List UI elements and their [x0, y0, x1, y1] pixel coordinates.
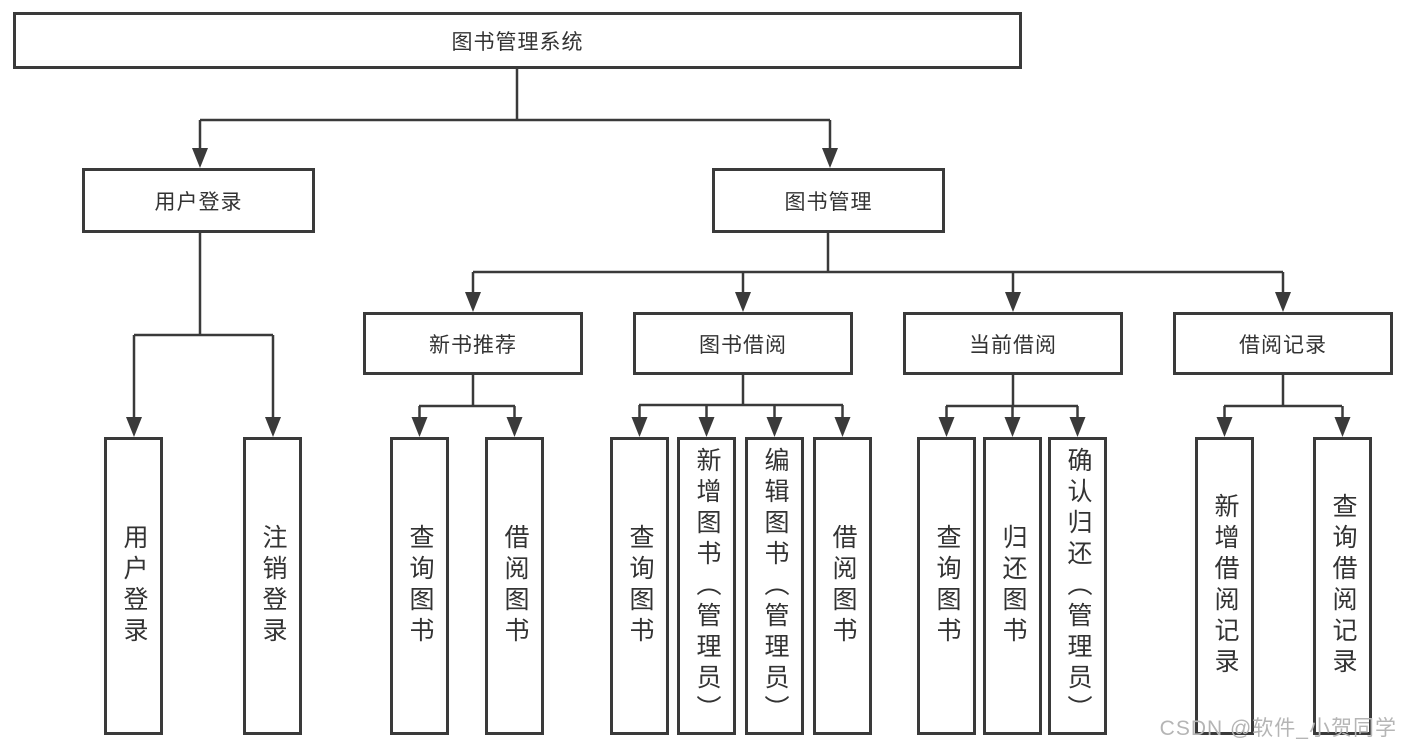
node-root-label: 图书管理系统	[451, 30, 584, 54]
leaf-br-query-record: 查询借阅记录	[1313, 437, 1372, 735]
node-current-borrowing-label: 当前借阅	[969, 333, 1057, 357]
node-current-borrowing: 当前借阅	[903, 312, 1123, 375]
node-user-login-label: 用户登录	[154, 190, 243, 214]
leaf-bb-add-books-admin-label: 新增图书（管理员）	[693, 446, 721, 726]
node-root-system: 图书管理系统	[13, 12, 1022, 69]
node-new-book-recommend: 新书推荐	[363, 312, 583, 375]
leaf-bb-edit-books-admin: 编辑图书（管理员）	[745, 437, 804, 735]
leaf-user-login-label: 用户登录	[120, 524, 148, 648]
leaf-cb-confirm-return-admin: 确认归还（管理员）	[1048, 437, 1107, 735]
node-book-management-label: 图书管理	[784, 190, 873, 214]
node-borrowing-records: 借阅记录	[1173, 312, 1393, 375]
leaf-cb-return-books-label: 归还图书	[999, 524, 1027, 648]
leaf-br-query-record-label: 查询借阅记录	[1329, 493, 1357, 679]
leaf-logout: 注销登录	[243, 437, 302, 735]
leaf-bb-borrow-books-label: 借阅图书	[829, 524, 857, 648]
node-user-login: 用户登录	[82, 168, 315, 233]
leaf-rec-borrow-books: 借阅图书	[485, 437, 544, 735]
node-book-borrowing-label: 图书借阅	[699, 333, 787, 357]
leaf-bb-add-books-admin: 新增图书（管理员）	[677, 437, 736, 735]
leaf-cb-query-books-label: 查询图书	[933, 524, 961, 648]
leaf-bb-query-books-label: 查询图书	[626, 524, 654, 648]
leaf-bb-edit-books-admin-label: 编辑图书（管理员）	[761, 446, 789, 726]
leaf-rec-borrow-books-label: 借阅图书	[501, 524, 529, 648]
node-borrowing-records-label: 借阅记录	[1239, 333, 1327, 357]
node-new-book-recommend-label: 新书推荐	[429, 333, 517, 357]
leaf-cb-return-books: 归还图书	[983, 437, 1042, 735]
leaf-br-add-record: 新增借阅记录	[1195, 437, 1254, 735]
leaf-user-login: 用户登录	[104, 437, 163, 735]
leaf-bb-query-books: 查询图书	[610, 437, 669, 735]
leaf-cb-confirm-return-admin-label: 确认归还（管理员）	[1064, 446, 1092, 726]
node-book-management: 图书管理	[712, 168, 945, 233]
leaf-br-add-record-label: 新增借阅记录	[1211, 493, 1239, 679]
leaf-logout-label: 注销登录	[259, 524, 287, 648]
leaf-bb-borrow-books: 借阅图书	[813, 437, 872, 735]
leaf-rec-query-books-label: 查询图书	[406, 524, 434, 648]
leaf-rec-query-books: 查询图书	[390, 437, 449, 735]
leaf-cb-query-books: 查询图书	[917, 437, 976, 735]
node-book-borrowing: 图书借阅	[633, 312, 853, 375]
